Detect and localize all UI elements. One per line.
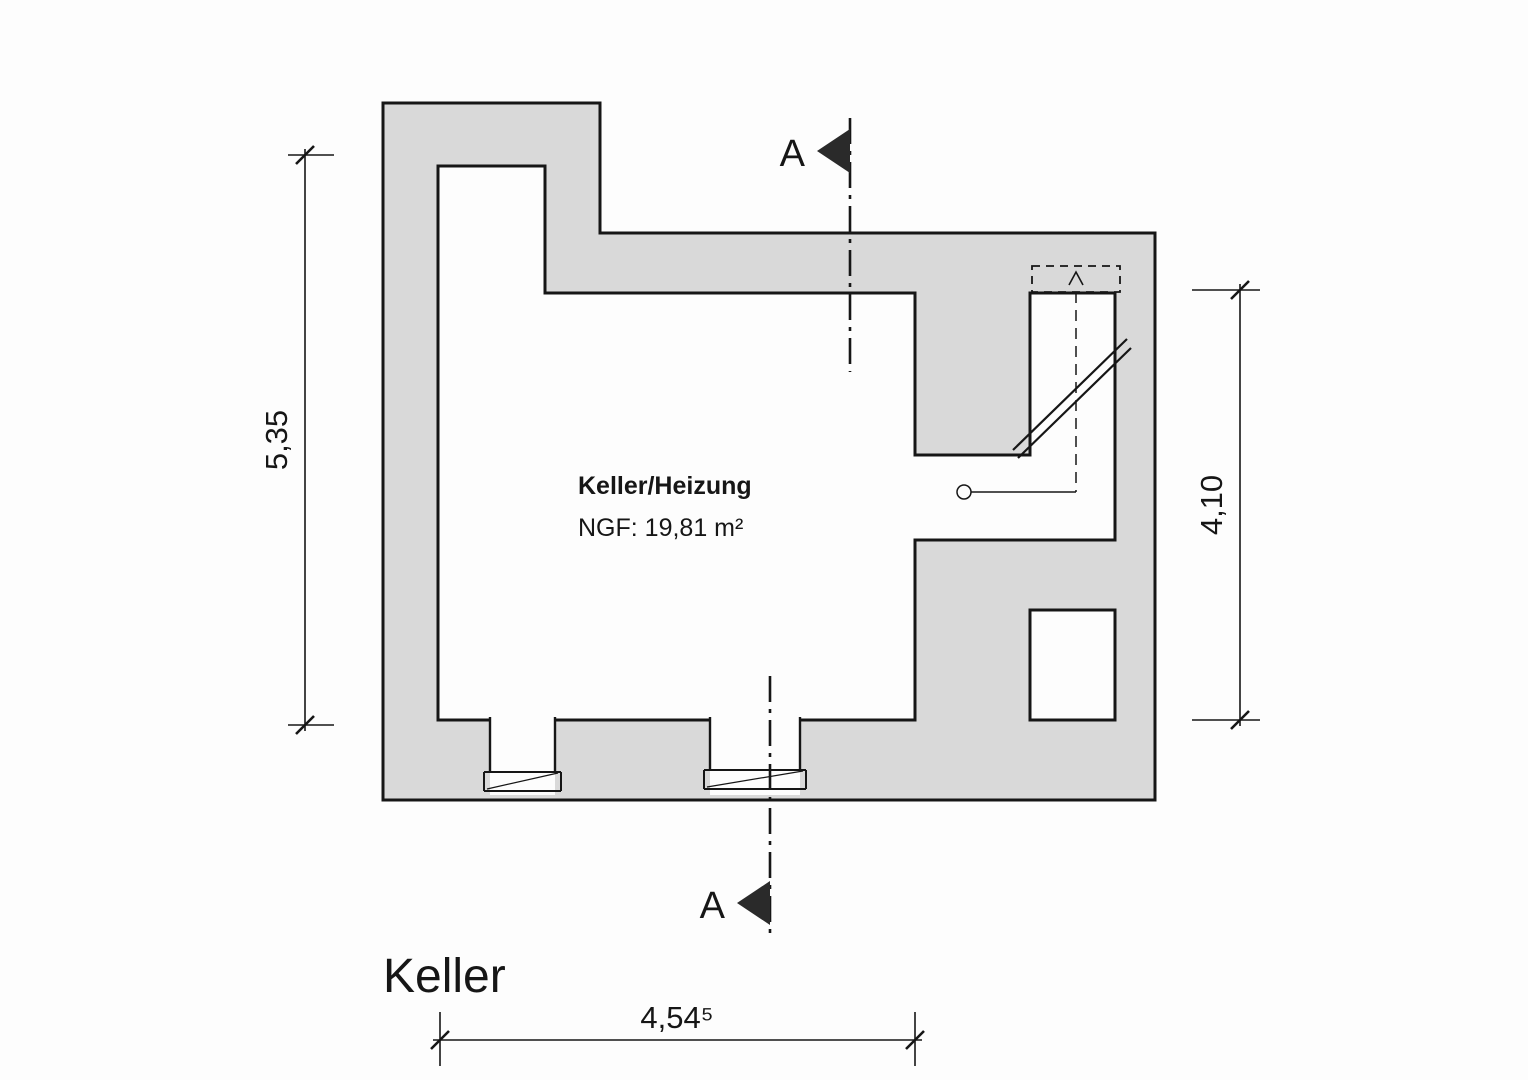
stair-start-post <box>956 484 972 500</box>
stair-break-line-1 <box>1012 338 1128 451</box>
dim-right-tick-top <box>1230 280 1250 300</box>
dim-right-tick-bottom <box>1230 710 1250 730</box>
stair-break-line-2 <box>1017 347 1132 459</box>
basement-window-right <box>703 715 807 795</box>
staircase <box>956 265 1132 500</box>
dim-left-label: 5,35 <box>259 410 294 470</box>
window-right-cut <box>710 715 800 795</box>
dim-left-tick-top <box>295 145 315 165</box>
room-labels: Keller/Heizung NGF: 19,81 m² <box>578 472 752 542</box>
window-left-swing-line <box>486 772 559 790</box>
basement-window-left <box>483 715 562 795</box>
dim-right-label: 4,10 <box>1194 475 1229 535</box>
section-line-bottom: A <box>700 676 772 934</box>
room-area: NGF: 19,81 m² <box>578 514 743 542</box>
dim-bottom-tick-right <box>905 1030 925 1050</box>
dimension-right: 4,10 <box>1192 280 1260 730</box>
dimension-left: 5,35 <box>259 145 334 735</box>
room-name: Keller/Heizung <box>578 472 752 500</box>
section-arrow-top <box>817 129 850 173</box>
dim-bottom-label: 4,54⁵ <box>640 1000 713 1035</box>
building-walls <box>381 101 1157 802</box>
window-left-cut <box>490 715 555 795</box>
section-line-top: A <box>780 118 852 372</box>
plan-title: Keller <box>383 950 506 1003</box>
dimension-bottom: 4,54⁵ <box>430 1000 925 1066</box>
dim-left-tick-bottom <box>295 715 315 735</box>
section-label-bottom: A <box>700 885 726 927</box>
section-label-top: A <box>780 133 806 175</box>
stair-direction-arrow <box>1068 270 1084 286</box>
dim-bottom-tick-left <box>430 1030 450 1050</box>
section-arrow-bottom <box>737 881 770 925</box>
window-right-swing-line <box>706 770 804 788</box>
